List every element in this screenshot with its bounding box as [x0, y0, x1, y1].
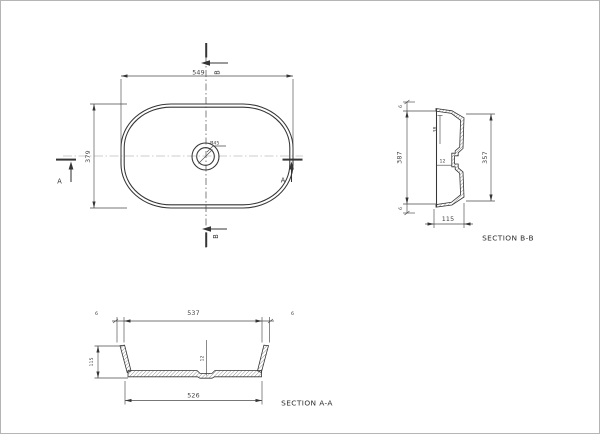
section-marker-a-left: A	[56, 158, 76, 186]
bb-rim-top-label: 6	[398, 105, 404, 108]
section-label-b-top: B	[214, 70, 222, 75]
rim-left-section	[119, 344, 132, 374]
section-arrow-a-right	[289, 161, 294, 170]
rim-right-section	[257, 344, 270, 374]
section-label-a-right: A	[281, 177, 286, 185]
bb-height-label: 115	[442, 216, 455, 223]
section-aa-view: 12 6 537 6 115	[89, 310, 333, 408]
dim-aa-top: 6 537 6	[95, 310, 294, 343]
section-arrow-b-top	[201, 60, 210, 66]
section-line-a-right	[282, 158, 303, 161]
aa-rim-right-label: 6	[291, 311, 294, 317]
dim-aa-bottom: 526	[124, 381, 263, 405]
drain-outer-circle	[191, 142, 220, 171]
section-bb-view: 38 12 6 387 6 357	[397, 99, 534, 243]
bb-depth-label: 38	[432, 127, 438, 133]
dim-aa-height: 115	[89, 345, 128, 379]
section-arrow-a-left	[68, 161, 74, 170]
section-label-a-left: A	[57, 178, 62, 186]
plan-view: Ø45 549 379 B	[56, 43, 303, 248]
drain-slash	[198, 149, 213, 164]
drain-leader-line	[206, 145, 226, 153]
section-line-b-bottom	[205, 232, 208, 247]
dim-bb-inner: 357	[466, 113, 495, 202]
floor-section	[127, 370, 262, 379]
section-arrow-b-bottom	[202, 226, 211, 232]
dim-bb-height: 115	[425, 203, 473, 228]
section-aa-title: SECTION A-A	[281, 399, 333, 408]
dim-plan-height-label: 379	[85, 150, 92, 163]
dim-plan-width-label: 549	[192, 70, 205, 77]
dim-plan-width: 549	[120, 70, 294, 158]
bb-width-inner-label: 357	[482, 151, 489, 164]
dim-bb-outer: 6 387 6	[397, 99, 437, 216]
section-marker-b-top: B	[201, 43, 228, 75]
section-marker-b-bottom: B	[202, 226, 227, 247]
basin-inner-outline	[123, 106, 291, 206]
bb-drain-label: 12	[440, 158, 446, 164]
aa-rim-left-label: 6	[95, 311, 98, 317]
bb-width-outer-label: 387	[397, 151, 404, 164]
drain-diameter-label: Ø45	[210, 139, 220, 146]
drain-inner-circle	[196, 147, 215, 166]
section-line-a-left	[56, 158, 76, 161]
section-line-b-top	[205, 43, 208, 58]
section-marker-a-right: A	[281, 158, 303, 185]
section-bb-title: SECTION B-B	[482, 234, 534, 243]
aa-width-bottom-label: 526	[187, 393, 200, 400]
aa-drain-label: 12	[199, 356, 205, 362]
dim-plan-height: 379	[85, 103, 127, 209]
aa-width-top-label: 537	[187, 310, 200, 317]
aa-height-label: 115	[89, 358, 95, 367]
section-label-b-bottom: B	[212, 234, 220, 239]
bb-rim-bottom-label: 6	[398, 207, 404, 210]
